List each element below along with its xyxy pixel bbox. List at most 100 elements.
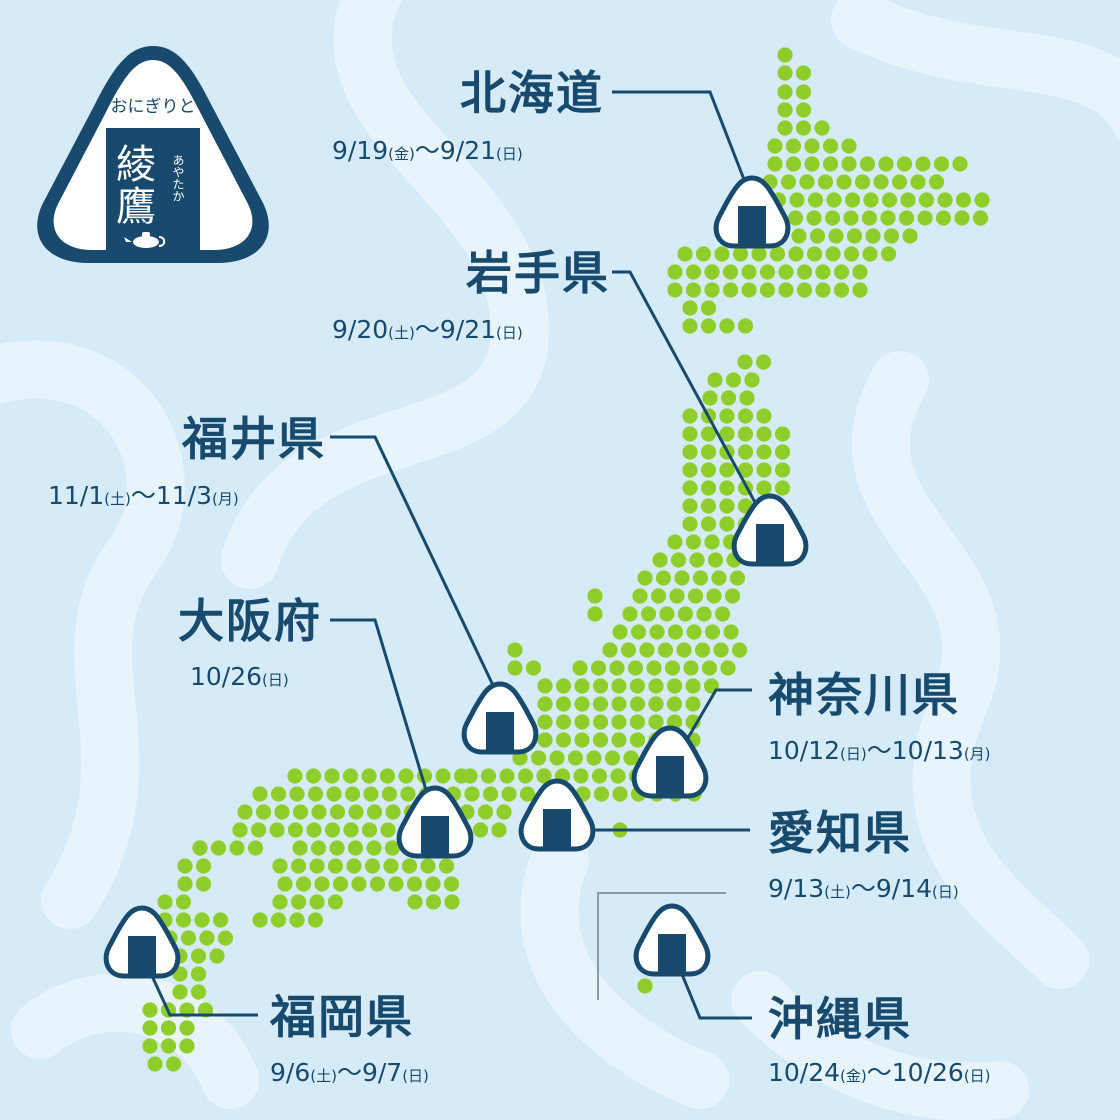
- land-dot: [804, 138, 820, 154]
- land-dot: [195, 876, 212, 892]
- land-dot: [685, 264, 702, 280]
- land-dot: [255, 804, 272, 820]
- land-dot: [612, 624, 628, 640]
- land-dot: [295, 876, 312, 892]
- land-dot: [629, 696, 646, 712]
- land-dot: [917, 210, 933, 226]
- land-dot: [828, 228, 844, 244]
- land-dot: [305, 768, 322, 784]
- land-dot: [918, 192, 935, 208]
- land-dot: [824, 210, 841, 226]
- pref-kanagawa: 神奈川県: [768, 668, 960, 722]
- land-dot: [795, 84, 812, 100]
- land-dot: [881, 192, 898, 208]
- nori-icon: [128, 936, 156, 974]
- land-dot: [425, 876, 441, 892]
- land-dot: [695, 246, 712, 262]
- leader-hokkaido: [612, 90, 754, 201]
- land-dot: [210, 840, 227, 856]
- land-dot: [755, 354, 772, 370]
- land-dot: [537, 696, 553, 712]
- land-dot: [443, 876, 460, 892]
- land-dot: [822, 156, 839, 172]
- pref-hokkaido: 北海道: [460, 66, 604, 120]
- land-dot: [682, 462, 698, 478]
- land-dot: [664, 660, 681, 676]
- land-dot: [212, 912, 229, 928]
- land-dot: [274, 804, 290, 820]
- nori-icon: [421, 816, 449, 854]
- land-dot: [648, 696, 664, 712]
- land-dot: [329, 804, 346, 820]
- land-dot: [714, 606, 731, 622]
- land-dot: [719, 408, 735, 424]
- land-dot: [915, 156, 931, 172]
- land-dot: [862, 246, 878, 262]
- land-dot: [873, 174, 889, 190]
- land-dot: [737, 318, 754, 334]
- land-dot: [713, 642, 729, 658]
- land-dot: [270, 912, 287, 928]
- land-dot: [609, 660, 625, 676]
- land-dot: [160, 1038, 177, 1054]
- logo-small-text: おにぎりと: [111, 97, 196, 117]
- land-dot: [737, 426, 754, 442]
- land-dot: [809, 228, 826, 244]
- land-dot: [937, 192, 953, 208]
- leader-osaka: [330, 618, 437, 821]
- land-dot: [537, 714, 553, 730]
- land-dot: [180, 930, 197, 946]
- land-dot: [324, 768, 340, 784]
- land-dot: [637, 570, 653, 586]
- land-dot: [682, 516, 698, 532]
- land-dot: [972, 210, 989, 226]
- land-dot: [751, 246, 767, 262]
- land-dot: [774, 462, 791, 478]
- land-dot: [700, 498, 717, 514]
- land-dot: [142, 1038, 158, 1054]
- land-dot: [593, 786, 610, 802]
- land-dot: [650, 588, 667, 604]
- land-dot: [756, 408, 772, 424]
- land-dot: [700, 426, 717, 442]
- land-dot: [237, 804, 253, 820]
- land-dot: [685, 282, 702, 298]
- pref-fukui: 福井県: [182, 412, 326, 466]
- land-dot: [700, 444, 717, 460]
- onigiri-marker-fukui: [461, 681, 539, 755]
- land-dot: [549, 750, 565, 766]
- land-dots: [142, 47, 990, 1072]
- land-dot: [324, 822, 341, 838]
- land-dot: [817, 174, 834, 190]
- land-dot: [777, 120, 793, 136]
- land-dot: [777, 102, 793, 118]
- land-dot: [602, 642, 618, 658]
- land-dot: [667, 624, 684, 640]
- land-dot: [530, 750, 547, 766]
- land-dot: [928, 174, 945, 190]
- land-dot: [865, 228, 881, 244]
- land-dot: [700, 318, 717, 334]
- land-dot: [785, 156, 802, 172]
- land-dot: [702, 390, 718, 406]
- land-dot: [572, 660, 588, 676]
- land-dot: [592, 732, 609, 748]
- land-dot: [574, 696, 590, 712]
- onigiri-marker-okinawa: [633, 903, 711, 977]
- land-dot: [833, 282, 850, 298]
- land-dot: [269, 822, 285, 838]
- logo-reading: あやたか: [171, 154, 185, 202]
- land-dot: [700, 462, 717, 478]
- land-dot: [704, 282, 720, 298]
- land-dot: [682, 318, 698, 334]
- land-dot: [611, 696, 627, 712]
- land-dot: [482, 786, 499, 802]
- land-dot: [955, 192, 972, 208]
- land-dot: [406, 876, 423, 892]
- land-dot: [501, 786, 517, 802]
- land-dot: [272, 858, 288, 874]
- land-dot: [767, 156, 783, 172]
- land-dot: [388, 876, 404, 892]
- land-dot: [289, 786, 305, 802]
- land-dot: [704, 264, 720, 280]
